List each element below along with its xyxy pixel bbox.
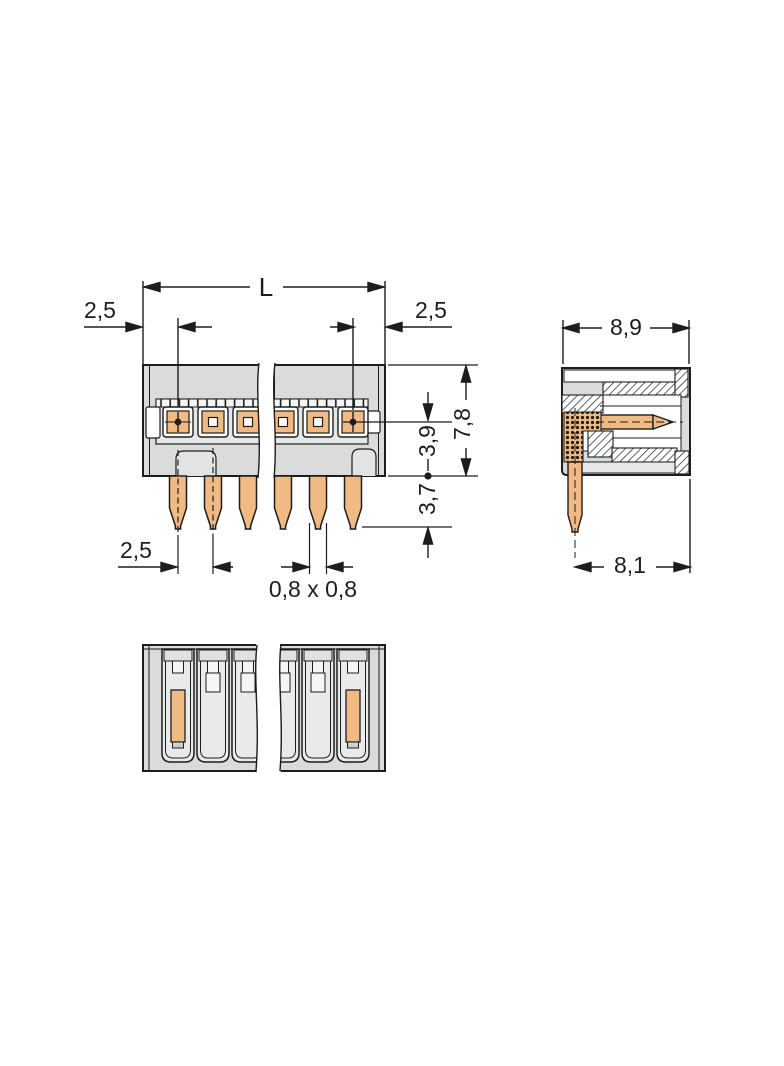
pin-knurled-elbow	[563, 411, 602, 463]
section-hatch	[561, 394, 604, 414]
dim-pitch: 2,5	[120, 537, 152, 563]
coding-notch	[175, 450, 217, 476]
front-body-right-half	[268, 364, 386, 477]
front-body-left-half	[142, 364, 260, 477]
dim-back-depth: 8,1	[614, 552, 646, 578]
side-section-view	[561, 367, 691, 558]
dim-edge-right: 2,5	[415, 297, 447, 323]
contact-pin-2	[198, 407, 228, 437]
dimension-dot-terminator	[424, 472, 432, 480]
contact-pin-4	[268, 407, 298, 437]
pin-in-slot	[170, 689, 186, 749]
left-latch-tab	[145, 406, 161, 439]
dim-pin-length: 3,7	[414, 483, 440, 515]
front-dimensions	[84, 281, 478, 574]
section-hatch	[602, 381, 678, 396]
front-solder-pins	[168, 475, 363, 530]
bottom-view	[142, 644, 386, 772]
break-line	[257, 362, 260, 479]
dim-height-half: 3,9	[414, 425, 440, 457]
section-hatch	[611, 447, 678, 463]
dimension-labels: L 2,5 2,5 7,8 3,9 3,7 2,5 0,8 x 0,8 8,9 …	[84, 272, 646, 602]
coding-notch	[351, 448, 377, 476]
dim-depth: 8,9	[610, 314, 642, 340]
bottom-body-left-half	[142, 644, 258, 772]
dim-pin-cross-section: 0,8 x 0,8	[269, 576, 357, 602]
front-view	[142, 362, 386, 530]
pin-in-slot	[345, 689, 361, 749]
bottom-body-right-half	[279, 644, 386, 772]
break-line	[273, 362, 276, 479]
break-line	[279, 644, 282, 772]
section-hatch	[674, 450, 690, 475]
break-line	[255, 644, 258, 772]
dim-edge-left: 2,5	[84, 297, 116, 323]
section-hatch	[674, 368, 689, 398]
dim-length-label: L	[259, 272, 273, 302]
contact-pin-5	[303, 407, 333, 437]
side-dimensions	[562, 320, 691, 573]
section-hatch	[587, 430, 614, 458]
dim-height-total: 7,8	[449, 408, 475, 440]
